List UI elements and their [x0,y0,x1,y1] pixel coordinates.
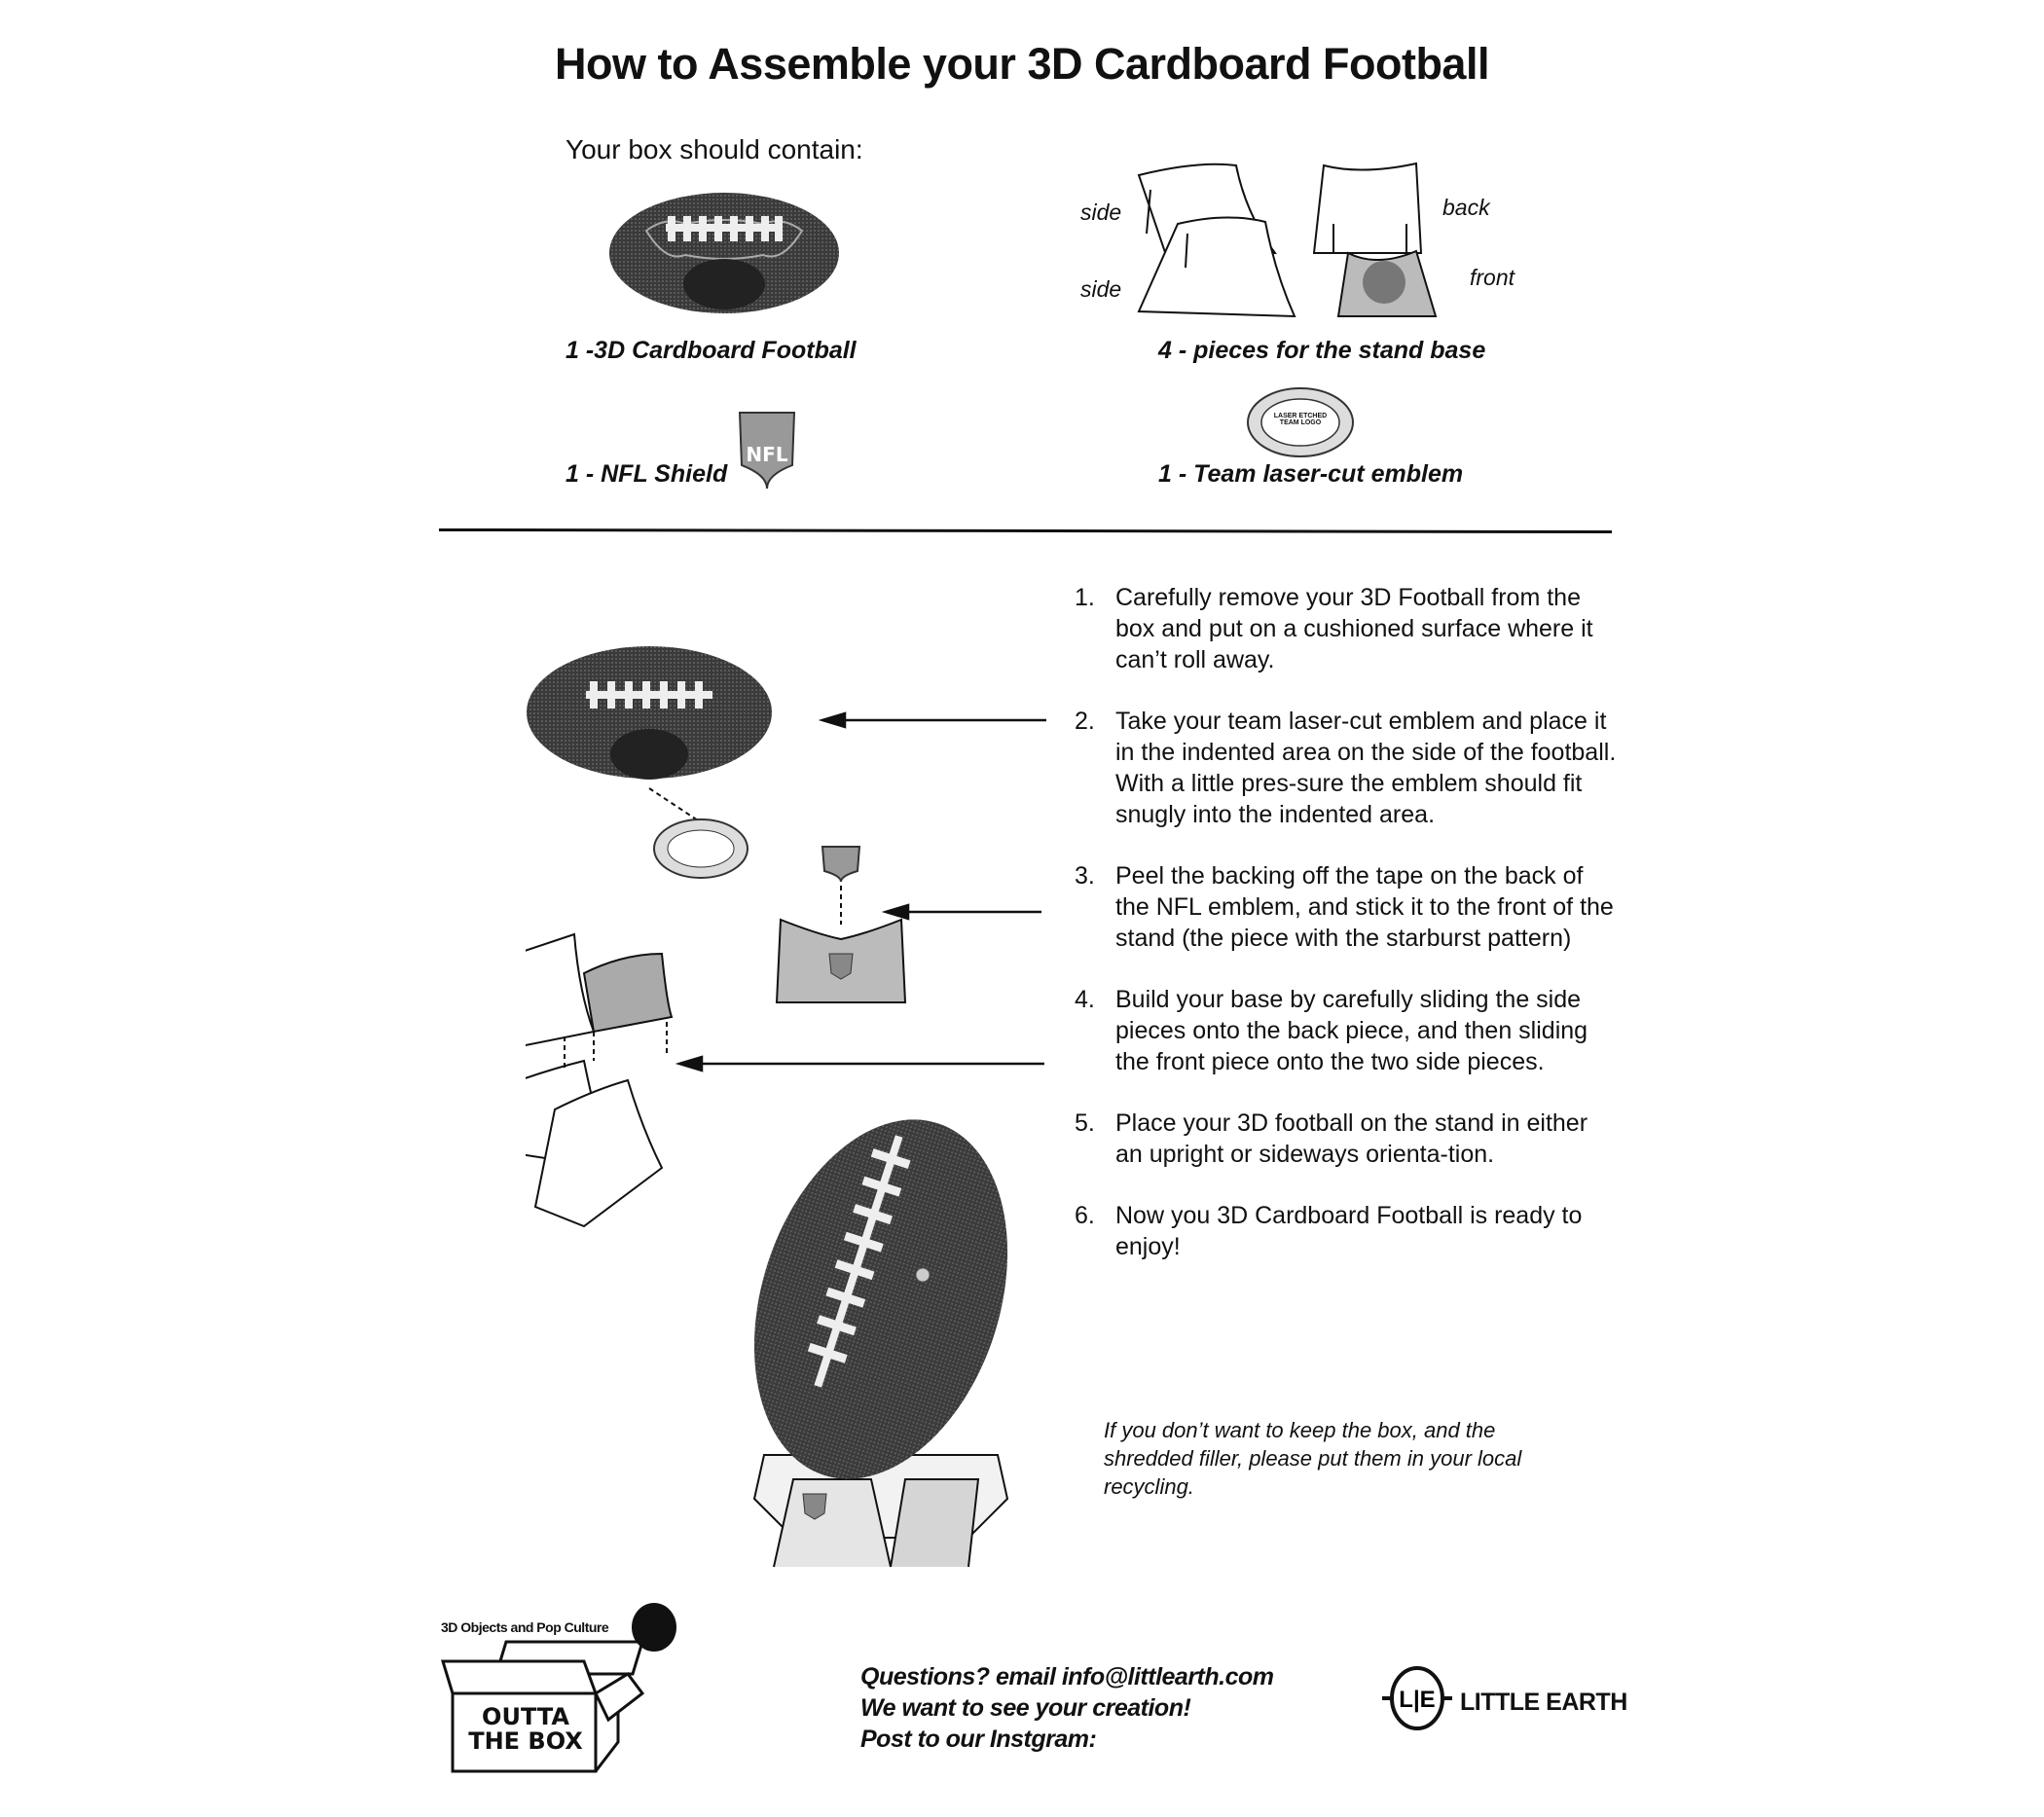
section-divider [438,527,1613,534]
label-front: front [1470,265,1515,290]
football-illustration [609,193,839,313]
step-text: Take your team laser-cut emblem and plac… [1115,708,1617,828]
step-text: Peel the backing off the tape on the bac… [1115,862,1614,952]
label-side-top: side [1080,200,1122,225]
emblem-text: LASER ETCHED TEAM LOGO [1273,413,1328,426]
label-back: back [1442,195,1490,220]
caption-football: 1 -3D Cardboard Football [566,337,857,364]
step-text: Now you 3D Cardboard Football is ready t… [1115,1202,1583,1260]
step-number: 5. [1075,1109,1095,1137]
step-item: 4. Build your base by carefully sliding t… [1075,984,1620,1077]
stand-pieces-illustration [1137,162,1438,318]
contact-email-line: Questions? email info@littlearth.com [860,1663,1274,1690]
step-item: 3. Peel the backing off the tape on the b… [1075,860,1620,954]
box-logo-line2: THE BOX [468,1727,583,1755]
step-item: 1. Carefully remove your 3D Football from… [1075,582,1620,675]
team-emblem-icon [1247,387,1354,457]
recycling-note: If you don’t want to keep the box, and t… [1104,1418,1522,1499]
box-tagline: 3D Objects and Pop Culture [441,1619,609,1635]
step-arrows [675,711,1046,1072]
box-logo-text: OUTTA THE BOX [457,1705,594,1754]
step-text: Build your base by carefully sliding the… [1115,986,1588,1075]
instagram-line: Post to our Instgram: [860,1726,1097,1753]
step-number: 6. [1075,1202,1095,1229]
caption-shield: 1 - NFL Shield [566,460,728,488]
label-side-bottom: side [1080,276,1122,302]
step-item: 2. Take your team laser-cut emblem and pl… [1075,706,1620,830]
little-earth-mark: L|E [1399,1687,1435,1713]
step-number: 1. [1075,584,1095,611]
step-item: 5. Place your 3D football on the stand in… [1075,1108,1620,1170]
assembled-football-illustration [752,1119,1009,1568]
contact-footer: Questions? email info@littlearth.com We … [860,1661,1274,1755]
step-text: Place your 3D football on the stand in e… [1115,1109,1588,1168]
little-earth-logo-icon: L|E [1382,1666,1452,1730]
step-item: 6. Now you 3D Cardboard Football is ready… [1075,1200,1620,1262]
assembly-illustration [526,646,907,1228]
contents-heading: Your box should contain: [566,134,863,164]
page-title: How to Assemble your 3D Cardboard Footba… [555,39,1489,89]
step-number: 3. [1075,862,1095,890]
step-text: Carefully remove your 3D Football from t… [1115,584,1593,673]
creation-line: We want to see your creation! [860,1694,1191,1722]
step-number: 4. [1075,986,1095,1013]
nfl-shield-icon: NFL [738,412,796,490]
shield-text: NFL [746,443,787,466]
caption-stand: 4 - pieces for the stand base [1158,337,1486,364]
step-number: 2. [1075,708,1095,735]
caption-emblem: 1 - Team laser-cut emblem [1158,460,1464,488]
instruction-steps: 1. Carefully remove your 3D Football from… [1075,582,1620,1292]
box-logo-line1: OUTTA [482,1703,569,1730]
little-earth-brand: LITTLE EARTH [1460,1689,1627,1716]
outta-the-box-logo [440,1603,676,1773]
